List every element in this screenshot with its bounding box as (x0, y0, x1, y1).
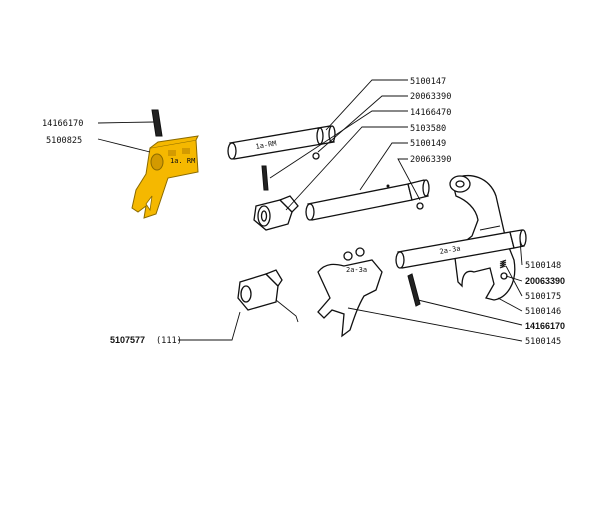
label-5100175: 5100175 (525, 292, 561, 302)
label-20063390-c: 20063390 (525, 276, 565, 286)
label-20063390-b: 20063390 (410, 155, 451, 165)
pin-14166170-right[interactable] (407, 273, 421, 307)
fork-middle-marking: 2a-3a (346, 266, 367, 274)
leader-lines (97, 79, 523, 342)
ball-20063390-a[interactable] (312, 152, 320, 160)
label-14166170-left: 14166170 (42, 119, 83, 129)
block-5107577[interactable] (237, 269, 299, 323)
pin-14166470[interactable] (261, 165, 269, 191)
block-5103580[interactable] (253, 195, 299, 231)
label-14166470: 14166470 (410, 108, 451, 118)
label-5107577: 5107577 (110, 335, 145, 345)
label-5100147: 5100147 (410, 77, 446, 87)
pin-14166170-left[interactable] (151, 109, 163, 137)
label-5100825: 5100825 (46, 136, 82, 146)
highlighted-fork-5100825[interactable]: 1a. RM (131, 135, 199, 219)
label-14166170-right: 14166170 (525, 321, 565, 331)
label-5100145: 5100145 (525, 337, 561, 347)
ball-20063390-b[interactable] (416, 202, 424, 210)
label-20063390-a: 20063390 (410, 92, 451, 102)
label-5100146: 5100146 (525, 307, 561, 317)
label-5100148: 5100148 (525, 261, 561, 271)
rod-top-marking: 1a-RM (255, 139, 277, 151)
label-5100149: 5100149 (410, 139, 446, 149)
rod-bottom-marking: 2a-3a (439, 244, 461, 256)
label-5107577-qty: (111) (156, 336, 182, 346)
fork-marking: 1a. RM (170, 157, 195, 165)
rod-5100147[interactable]: 1a-RM (227, 125, 336, 160)
rod-5100149[interactable] (305, 179, 430, 221)
spring-5100175[interactable] (499, 259, 507, 269)
label-5103580: 5103580 (410, 124, 446, 134)
fork-middle-5100146[interactable]: 2a-3a (317, 247, 383, 338)
